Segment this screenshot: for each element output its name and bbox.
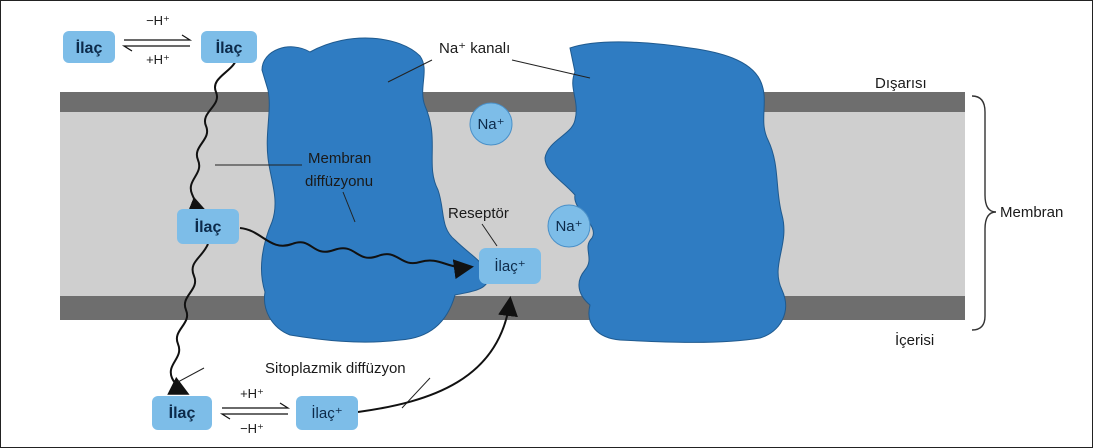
drug-top-right-label: İlaç — [216, 39, 243, 57]
sodium-ion-bottom: Na⁺ — [548, 205, 590, 247]
inside-label: İçerisi — [895, 331, 934, 349]
drug-middle-label: İlaç — [195, 218, 222, 236]
cytoplasmic-diffusion-label: Sitoplazmik diffüzyon — [265, 360, 406, 377]
drug-bottom-left-label: İlaç — [169, 404, 196, 422]
equilibrium-top-lower: +H⁺ — [146, 52, 170, 67]
equilibrium-top-forward-arrow — [124, 35, 190, 40]
drug-bottom-left: İlaç — [152, 396, 212, 430]
equilibrium-top: −H⁺ +H⁺ — [124, 13, 190, 67]
membrane-label: Membran — [1000, 204, 1063, 221]
wavy-path-tick — [178, 368, 204, 382]
sodium-ion-top: Na⁺ — [470, 103, 512, 145]
membrane-inner-leaflet — [60, 296, 965, 320]
equilibrium-bottom-lower: −H⁺ — [240, 421, 264, 436]
membrane-outer-leaflet — [60, 92, 965, 112]
drug-receptor-bound-label: İlaç⁺ — [494, 257, 525, 275]
equilibrium-top-reverse-arrow — [124, 46, 190, 51]
drug-bottom-right-label: İlaç⁺ — [311, 404, 342, 422]
equilibrium-bottom-upper: +H⁺ — [240, 386, 264, 401]
equilibrium-bottom: +H⁺ −H⁺ — [222, 386, 288, 436]
drug-middle: İlaç — [177, 209, 239, 244]
drug-receptor-bound: İlaç⁺ — [479, 248, 541, 284]
drug-bottom-right: İlaç⁺ — [296, 396, 358, 430]
membrane-brace — [972, 96, 996, 330]
equilibrium-bottom-forward-arrow — [222, 403, 288, 408]
na-channel-label: Na⁺ kanalı — [439, 40, 510, 57]
membrane-diffusion-label-line2: diffüzyonu — [305, 173, 373, 190]
sodium-ion-top-label: Na⁺ — [477, 116, 504, 133]
outside-label: Dışarısı — [875, 75, 927, 92]
drug-top-left-label: İlaç — [76, 39, 103, 57]
membrane-bilayer — [60, 92, 965, 320]
equilibrium-top-upper: −H⁺ — [146, 13, 170, 28]
membrane-diffusion-label-line1: Membran — [308, 150, 371, 167]
drug-top-left: İlaç — [63, 31, 115, 63]
sodium-ion-bottom-label: Na⁺ — [555, 218, 582, 235]
equilibrium-bottom-reverse-arrow — [222, 414, 288, 419]
drug-top-right: İlaç — [201, 31, 257, 63]
receptor-label: Reseptör — [448, 205, 509, 222]
